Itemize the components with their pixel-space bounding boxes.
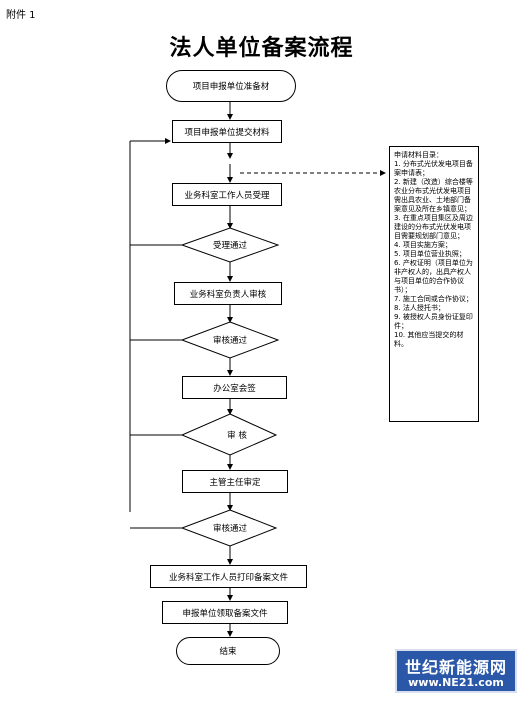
office-sign-box: 办公室会签 bbox=[182, 376, 287, 399]
materials-list-box: 申请材料目录： 1. 分布式光伏发电项目备案申请表； 2. 新建（改造）综合楼等… bbox=[389, 146, 479, 422]
materials-item: 2. 新建（改造）综合楼等农业分布式光伏发电项目需出具农业、土地部门备案意见及所… bbox=[394, 178, 473, 213]
brand-watermark-logo: 世纪新能源网 www.NE21.com bbox=[395, 649, 517, 693]
brand-url: www.NE21.com bbox=[408, 676, 504, 689]
decision-review-pass bbox=[180, 321, 280, 359]
review-box: 业务科室负责人审核 bbox=[174, 282, 282, 305]
materials-item: 4. 项目实施方案； bbox=[394, 241, 452, 249]
director-approve-box: 主管主任审定 bbox=[182, 470, 288, 493]
submit-materials-box: 项目申报单位提交材料 bbox=[172, 120, 282, 143]
decision-accept-pass-label: 受理通过 bbox=[212, 241, 247, 251]
accept-box: 业务科室工作人员受理 bbox=[172, 183, 282, 206]
end-node: 结束 bbox=[176, 637, 280, 665]
decision-audit-label: 审 核 bbox=[227, 431, 247, 441]
decision-review-pass-label: 审核通过 bbox=[212, 336, 247, 346]
decision-audit bbox=[180, 413, 278, 456]
materials-item: 9. 被授权人员身份证复印件； bbox=[394, 313, 473, 330]
collect-documents-box: 申报单位领取备案文件 bbox=[162, 601, 288, 624]
brand-name: 世纪新能源网 bbox=[404, 658, 507, 677]
print-documents-box: 业务科室工作人员打印备案文件 bbox=[150, 565, 307, 588]
start-node: 项目申报单位准备材 bbox=[166, 70, 296, 102]
annex-label: 附件 1 bbox=[6, 10, 36, 21]
materials-item: 7. 施工合同或合作协议； bbox=[394, 295, 473, 303]
decision-audit-pass-label: 审核通过 bbox=[212, 524, 247, 534]
materials-item: 1. 分布式光伏发电项目备案申请表； bbox=[394, 160, 473, 177]
decision-accept-pass bbox=[180, 227, 280, 263]
page-title: 法人单位备案流程 bbox=[169, 35, 354, 61]
materials-item: 3. 在重点项目集区及周边建设的分布式光伏发电项目需要规划部门意见； bbox=[394, 214, 473, 240]
materials-item: 8. 法人授托书； bbox=[394, 304, 445, 312]
materials-title: 申请材料目录： bbox=[394, 151, 443, 159]
materials-item: 5. 项目单位营业执照； bbox=[394, 250, 466, 258]
materials-item: 6. 产权证明（项目单位为非产权人的，出具产权人与项目单位的合作协议书）； bbox=[394, 259, 473, 294]
materials-item: 10. 其他应当提交的材料。 bbox=[394, 331, 464, 348]
decision-audit-pass bbox=[180, 509, 278, 547]
